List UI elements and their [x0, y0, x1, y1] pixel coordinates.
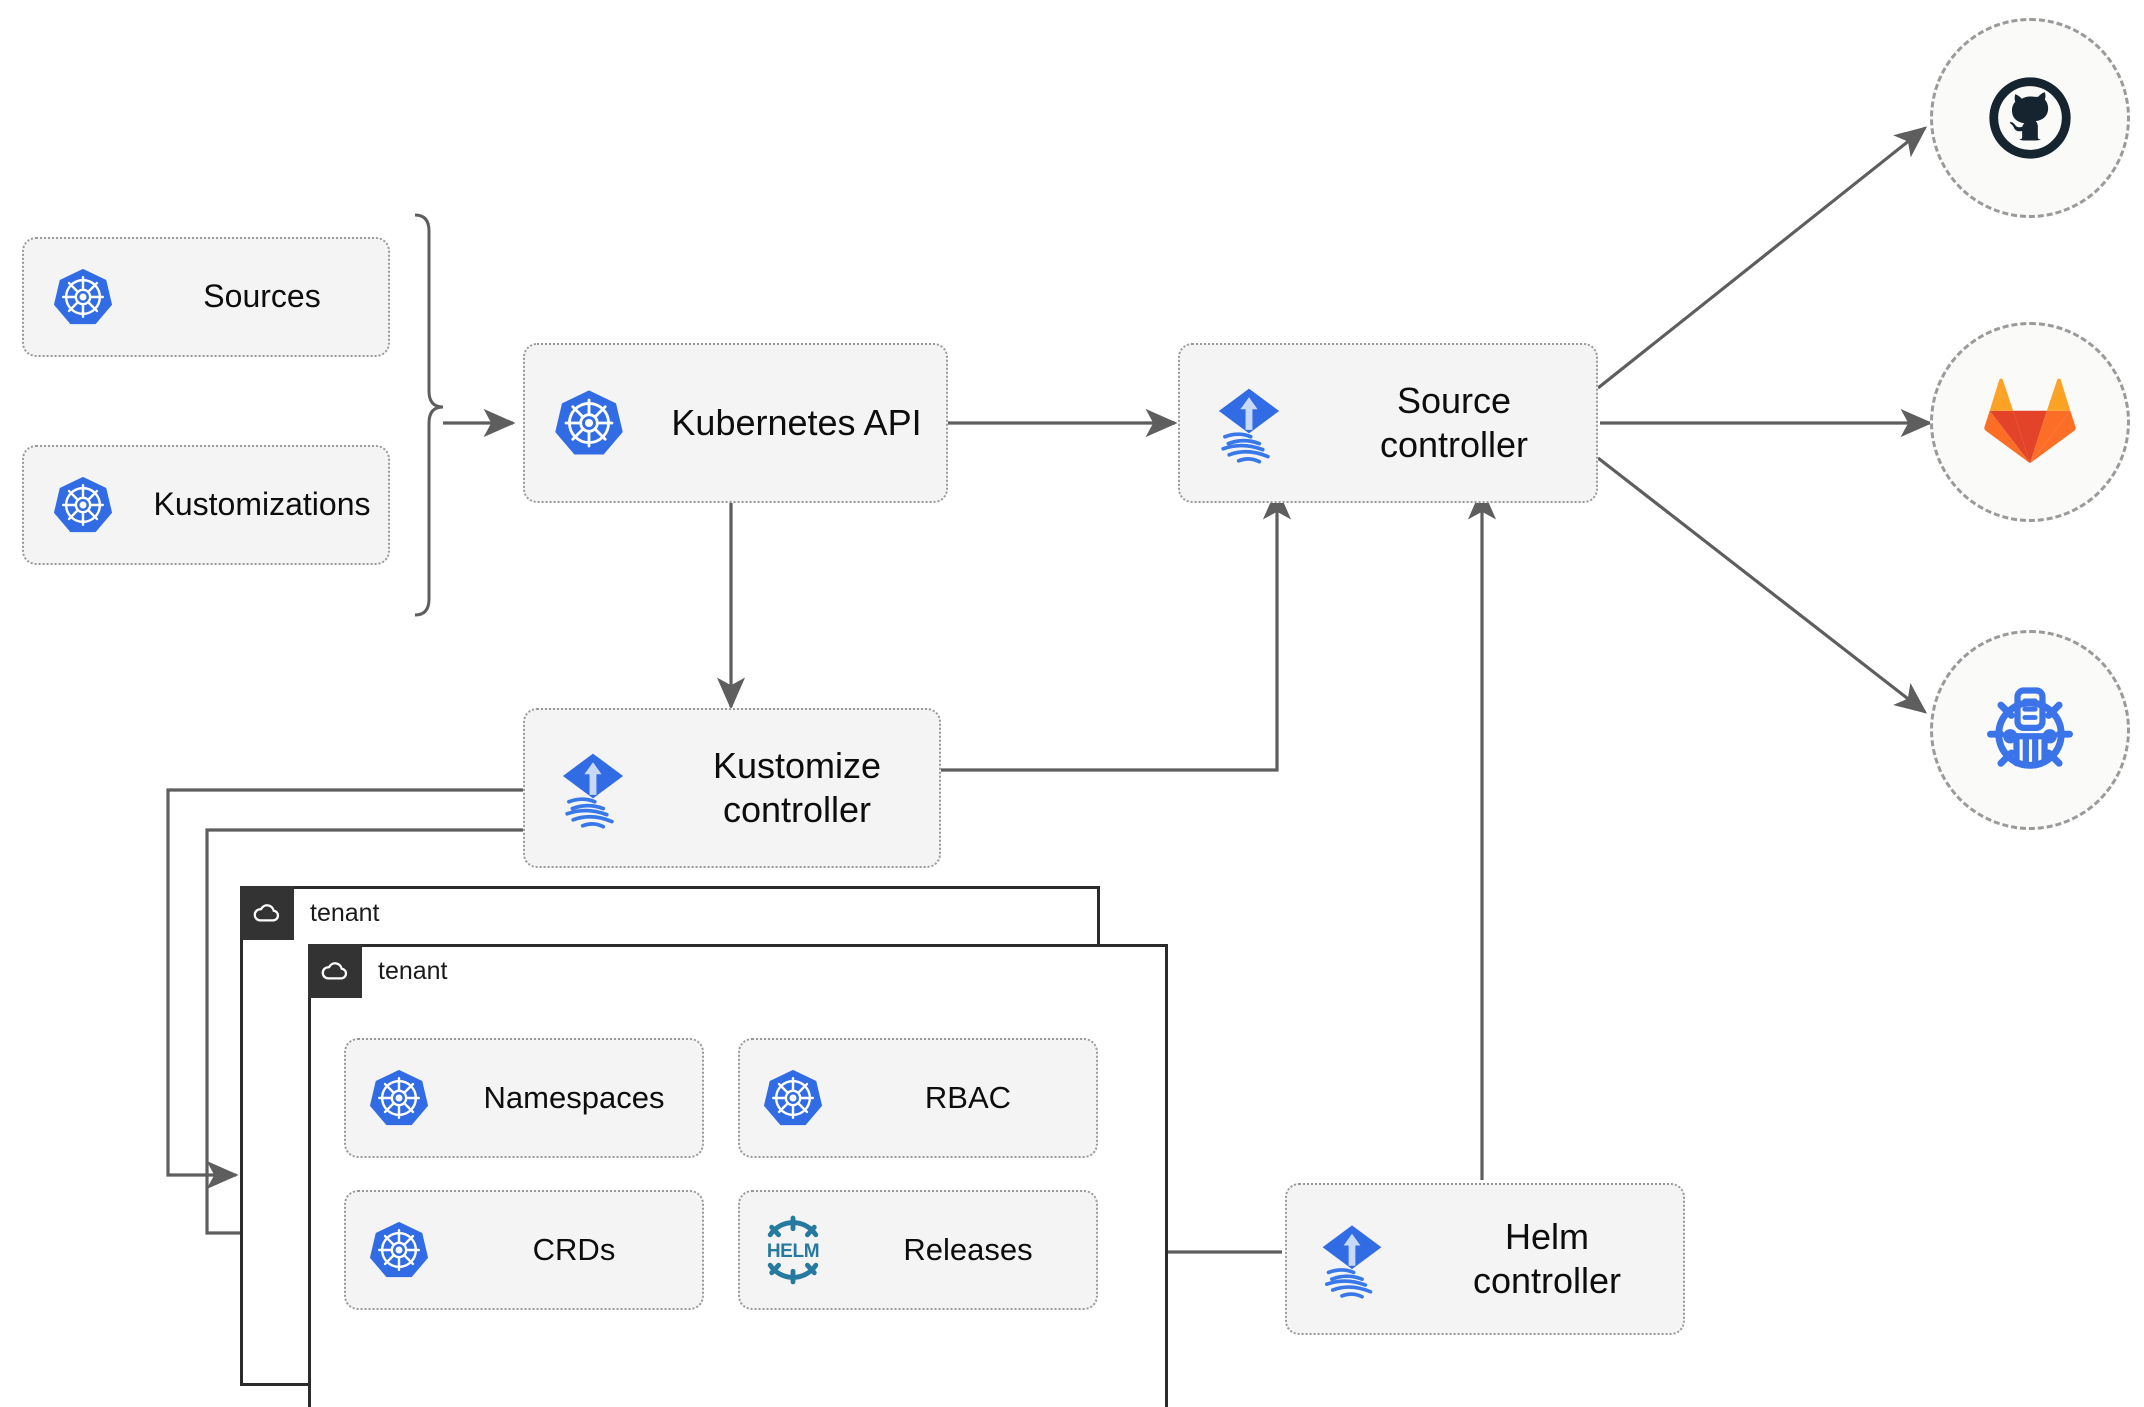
node-namespaces[interactable]: Namespaces: [344, 1038, 704, 1158]
provider-helm-repository[interactable]: [1930, 630, 2130, 830]
provider-github[interactable]: [1930, 18, 2130, 218]
node-label: Namespaces: [483, 1080, 665, 1116]
node-label: Source controller: [1379, 380, 1529, 465]
flux-icon: [525, 745, 661, 831]
node-rbac[interactable]: RBAC: [738, 1038, 1098, 1158]
cloud-icon: [240, 886, 294, 940]
helm-repository-icon: [1987, 687, 2073, 769]
tenant-label: tenant: [310, 898, 380, 927]
node-source-controller[interactable]: Source controller: [1178, 343, 1598, 503]
node-label: RBAC: [924, 1080, 1012, 1116]
group-brace: [414, 213, 444, 617]
node-crds[interactable]: CRDs: [344, 1190, 704, 1310]
flux-icon: [1287, 1217, 1417, 1301]
helm-icon: HELM: [740, 1212, 846, 1288]
node-label: Kubernetes API: [671, 402, 922, 444]
node-helm-controller[interactable]: Helm controller: [1285, 1183, 1685, 1335]
kubernetes-icon: [346, 1067, 452, 1129]
kubernetes-icon: [346, 1219, 452, 1281]
node-releases[interactable]: HELM Releases: [738, 1190, 1098, 1310]
kubernetes-icon: [24, 474, 142, 536]
kubernetes-icon: [24, 266, 142, 328]
tenant-tab-outer: tenant: [240, 886, 380, 940]
kubernetes-icon: [740, 1067, 846, 1129]
github-icon: [1989, 77, 2071, 159]
node-sources[interactable]: Sources: [22, 237, 390, 357]
node-kubernetes-api[interactable]: Kubernetes API: [523, 343, 948, 503]
node-label: Kustomize controller: [712, 745, 882, 830]
tenant-tab-inner: tenant: [308, 944, 448, 998]
wire-kustomizectl-tenant1: [166, 788, 528, 1190]
wire-sourcectl-github: [1597, 126, 1928, 390]
flux-icon: [1180, 380, 1318, 466]
node-label: Helm controller: [1472, 1216, 1622, 1301]
node-label: Releases: [903, 1232, 1033, 1268]
gitlab-icon: [1984, 378, 2076, 464]
wire-kustomizectl-sourcectl: [941, 487, 1292, 772]
svg-text:HELM: HELM: [767, 1241, 819, 1262]
provider-gitlab[interactable]: [1930, 322, 2130, 522]
node-label: Sources: [203, 278, 321, 315]
tenant-label: tenant: [378, 956, 448, 985]
cloud-icon: [308, 944, 362, 998]
node-label: CRDs: [532, 1232, 616, 1268]
node-label: Kustomizations: [153, 486, 371, 523]
wire-sourcectl-helmrepo: [1597, 456, 1928, 714]
tenant-container-inner: [308, 944, 1168, 1407]
node-kustomize-controller[interactable]: Kustomize controller: [523, 708, 941, 868]
kubernetes-icon: [525, 387, 653, 459]
node-kustomizations[interactable]: Kustomizations: [22, 445, 390, 565]
